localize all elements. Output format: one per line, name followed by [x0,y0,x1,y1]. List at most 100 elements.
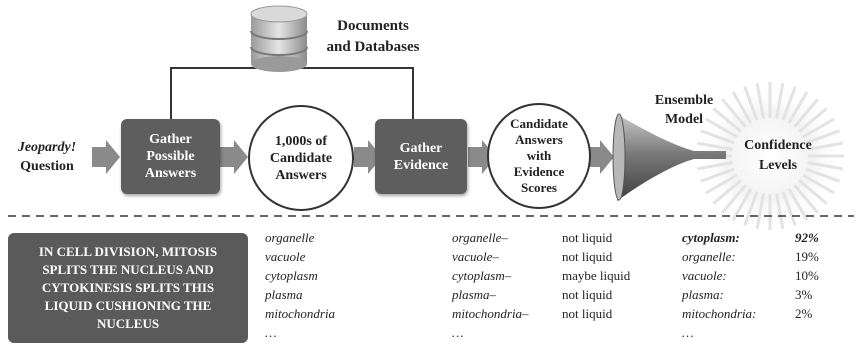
burst-ray [775,82,785,119]
database-icon [250,5,308,72]
question-label-italic: Jeopardy! [17,140,77,155]
ensemble-line-1: Ensemble [654,93,714,108]
burst-ray [731,188,753,221]
ranked-term-item: … [682,325,694,340]
burst-ray [807,141,844,151]
scored-line-4: Evidence [513,164,565,179]
ranked-term-item: organelle: [682,249,736,264]
documents-line-2: and Databases [326,39,420,55]
evidence-term-item: organelle– [452,230,508,245]
gather-answers-line-3: Answers [144,166,197,181]
burst-ray [775,193,785,230]
burst-ray [705,173,738,195]
scored-line-2: Answers [515,132,563,147]
clue-text: IN CELL DIVISION, MITOSIS SPLITS THE NUC… [38,244,218,331]
burst-ray [781,191,797,227]
candidate-item: mitochondria [265,306,336,321]
gather-evidence-line-2: Evidence [393,157,449,173]
candidate-count-line-3: Answers [275,167,327,183]
candidate-count-line-2: Candidate [269,150,333,166]
evidence-term-item: cytoplasm– [452,268,512,283]
burst-ray [712,107,742,133]
burst-ray [743,85,759,121]
ensemble-funnel-icon [612,113,726,201]
arrow-1 [92,140,120,174]
scored-line-3: with [526,148,552,163]
confidence-levels-label: Confidence Levels [728,136,828,176]
gather-evidence-line-1: Gather [399,140,443,156]
burst-ray [787,91,809,124]
evidence-value-item: not liquid [562,287,613,302]
burst-ray [798,107,828,133]
burst-ray [696,141,733,151]
ensemble-line-2: Model [664,112,704,127]
evidence-values-list: not liquid not liquid maybe liquid not liqu… [562,228,672,323]
burst-ray [781,85,797,121]
scored-candidates-circle: Candidate Answers with Evidence Scores [487,103,591,209]
ranked-score-item: 10% [795,268,819,283]
flow-arrows [92,140,614,174]
confidence-line-2: Levels [758,158,798,173]
burst-ray [699,167,735,183]
burst-ray [793,98,819,128]
burst-ray [699,129,735,145]
candidate-item: cytoplasm [265,268,318,283]
ranked-term-item: plasma: [682,287,724,302]
burst-ray [798,179,828,205]
candidate-item: organelle [265,230,315,245]
burst-ray [755,82,765,119]
ranked-score-item: 92% [795,230,819,245]
scored-line-1: Candidate [510,116,568,131]
candidate-list: organelle vacuole cytoplasm plasma mitochond… [265,228,415,342]
documents-label: Documents and Databases [318,16,428,58]
burst-ray [787,188,809,221]
burst-ray [802,117,835,139]
clue-box: IN CELL DIVISION, MITOSIS SPLITS THE NUC… [8,233,248,343]
burst-ray [805,129,841,145]
ranked-score-item: 19% [795,249,819,264]
ensemble-model-label: Ensemble Model [644,91,724,129]
burst-ray [712,179,742,205]
burst-ray [805,167,841,183]
ranked-scores-list: 92% 19% 10% 3% 2% [795,228,855,323]
gather-answers-line-2: Possible [146,149,195,164]
burst-ray [743,191,759,227]
evidence-term-item: … [452,325,464,340]
gather-answers-box: Gather Possible Answers [121,119,220,194]
question-label: Jeopardy! Question [8,138,86,176]
documents-line-1: Documents [337,18,409,34]
ranked-term-item: mitochondria: [682,306,757,321]
burst-ray [721,184,747,214]
evidence-term-item: plasma– [452,287,497,302]
gather-evidence-box: Gather Evidence [375,119,467,194]
candidate-item: … [265,325,277,340]
ranked-term-item: vacuole: [682,268,727,283]
arrow-5 [586,140,614,174]
evidence-terms-list: organelle–vacuole–cytoplasm–plasma–mitoc… [452,228,552,342]
evidence-value-item: maybe liquid [562,268,631,283]
gather-answers-line-1: Gather [149,132,192,147]
evidence-value-item: not liquid [562,230,613,245]
confidence-line-1: Confidence [744,138,812,153]
ranked-score-item: 3% [795,287,813,302]
burst-ray [807,161,844,171]
candidate-item: plasma [265,287,303,302]
ranked-term-item: cytoplasm: [682,230,740,245]
ranked-score-item: 2% [795,306,813,321]
evidence-term-item: mitochondria– [452,306,529,321]
burst-ray [731,91,753,124]
question-label-text: Question [20,159,74,174]
confidence-burst [696,82,844,230]
arrow-2 [220,140,248,174]
burst-ray [721,98,747,128]
burst-ray [705,117,738,139]
burst-ray [793,184,819,214]
candidate-count-line-1: 1,000s of [274,133,328,149]
candidate-count-circle: 1,000s of Candidate Answers [248,105,354,211]
burst-ray [755,193,765,230]
scored-line-5: Scores [521,180,557,195]
burst-ray [802,173,835,195]
evidence-value-item: not liquid [562,249,613,264]
candidate-item: vacuole [265,249,306,264]
